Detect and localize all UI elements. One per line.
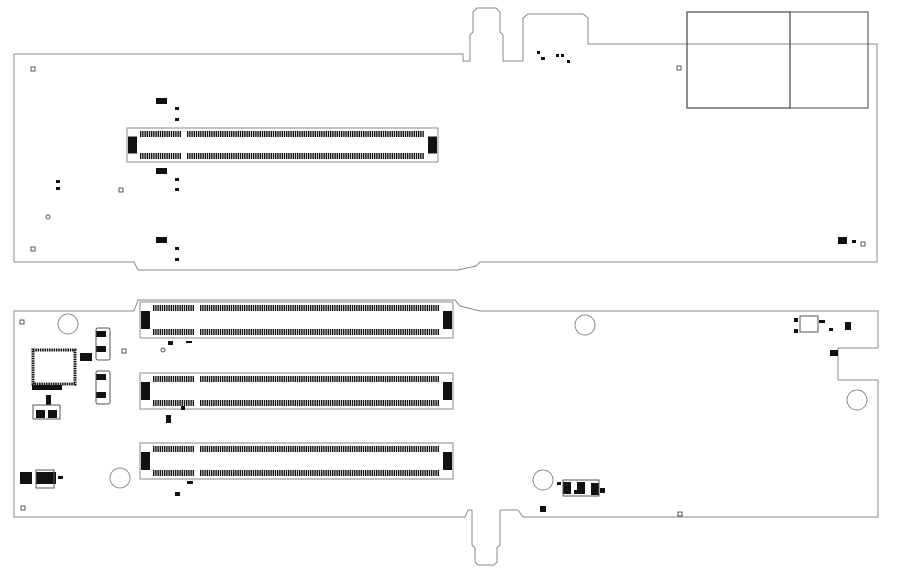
- test-point: [677, 511, 683, 517]
- test-point: [118, 187, 124, 193]
- smd-pad: [20, 472, 32, 484]
- slot-connector: [126, 127, 439, 163]
- slot-key-pad-left: [141, 311, 150, 329]
- slot-connector: [139, 442, 454, 480]
- smd-pad: [563, 482, 571, 494]
- via: [160, 347, 166, 353]
- qfn-ic-package: [31, 348, 77, 386]
- slot-key-pad-right: [443, 382, 452, 400]
- capacitor-outline: [95, 370, 111, 405]
- smd-pad: [166, 415, 171, 423]
- smd-pad: [556, 54, 559, 57]
- mounting-hole: [532, 469, 554, 491]
- smd-pad: [175, 118, 179, 121]
- slot-key-pad-left: [141, 452, 150, 470]
- via: [45, 214, 51, 220]
- smd-pad: [175, 188, 179, 191]
- smd-pad: [838, 237, 847, 244]
- slot-key-pad-right: [443, 452, 452, 470]
- smd-pad: [845, 322, 851, 330]
- smd-pad: [574, 490, 578, 494]
- test-point: [30, 246, 36, 252]
- smd-pad: [537, 51, 540, 54]
- smd-pad: [46, 395, 51, 405]
- smd-pad: [156, 98, 167, 104]
- smd-pad: [186, 341, 192, 343]
- smd-pad: [175, 247, 179, 250]
- smd-pad: [567, 60, 570, 63]
- slot-connector-body: [139, 372, 454, 410]
- inductor-outline: [32, 404, 61, 420]
- mounting-hole: [109, 467, 131, 489]
- test-point: [121, 348, 127, 354]
- smd-pad: [156, 237, 167, 243]
- test-point: [30, 66, 36, 72]
- smd-pad: [175, 178, 179, 181]
- smd-pad: [32, 385, 62, 390]
- smd-pad: [56, 187, 60, 190]
- slot-connector-body: [126, 127, 439, 163]
- slot-key-pad-left: [141, 382, 150, 400]
- smd-pad: [36, 410, 45, 418]
- smd-pad: [56, 180, 60, 183]
- smd-pad: [852, 240, 856, 243]
- slot-connector-body: [139, 442, 454, 480]
- test-point: [676, 65, 682, 71]
- slot-key-pad-right: [428, 136, 437, 154]
- slot-connector: [139, 301, 454, 339]
- smd-pad: [591, 483, 599, 495]
- smd-pad: [830, 350, 838, 356]
- smd-pad: [96, 392, 106, 398]
- smd-pad: [175, 107, 179, 110]
- slot-connector-body: [139, 301, 454, 339]
- smd-pad: [36, 472, 56, 484]
- smd-pad: [577, 482, 585, 494]
- smd-pad: [175, 258, 179, 261]
- slot-connector: [139, 372, 454, 410]
- capacitor-outline: [95, 327, 111, 361]
- smd-pad: [819, 320, 825, 323]
- smd-pad: [540, 506, 546, 512]
- smd-pad: [561, 54, 564, 57]
- ic-outline: [35, 469, 55, 489]
- smd-pad: [557, 482, 561, 485]
- slot-key-pad-left: [128, 136, 137, 154]
- top-board-outline: [13, 7, 878, 271]
- smd-pad: [794, 318, 798, 322]
- smd-pad: [96, 346, 106, 352]
- ic-outline: [562, 479, 600, 497]
- smd-pad: [58, 476, 63, 479]
- mounting-hole: [57, 313, 79, 335]
- smd-pad: [541, 57, 545, 60]
- test-point: [19, 319, 25, 325]
- smd-pad: [794, 329, 798, 333]
- bottom-board-outline: [13, 299, 879, 566]
- mounting-hole: [574, 314, 596, 336]
- top-connector-housing-right: [789, 11, 869, 109]
- smd-pad: [175, 492, 180, 496]
- ic-outline: [799, 315, 819, 333]
- slot-key-pad-right: [443, 311, 452, 329]
- smd-pad: [96, 331, 106, 337]
- smd-pad: [48, 410, 57, 418]
- test-point: [860, 241, 866, 247]
- smd-pad: [168, 341, 173, 345]
- smd-pad: [829, 328, 833, 331]
- smd-pad: [600, 488, 605, 493]
- smd-pad: [96, 374, 106, 380]
- smd-pad: [156, 168, 167, 174]
- smd-pad: [80, 353, 92, 361]
- top-connector-housing-left: [686, 11, 791, 109]
- smd-pad: [187, 481, 193, 484]
- smd-pad: [181, 406, 185, 410]
- mounting-hole: [846, 389, 868, 411]
- test-point: [20, 505, 26, 511]
